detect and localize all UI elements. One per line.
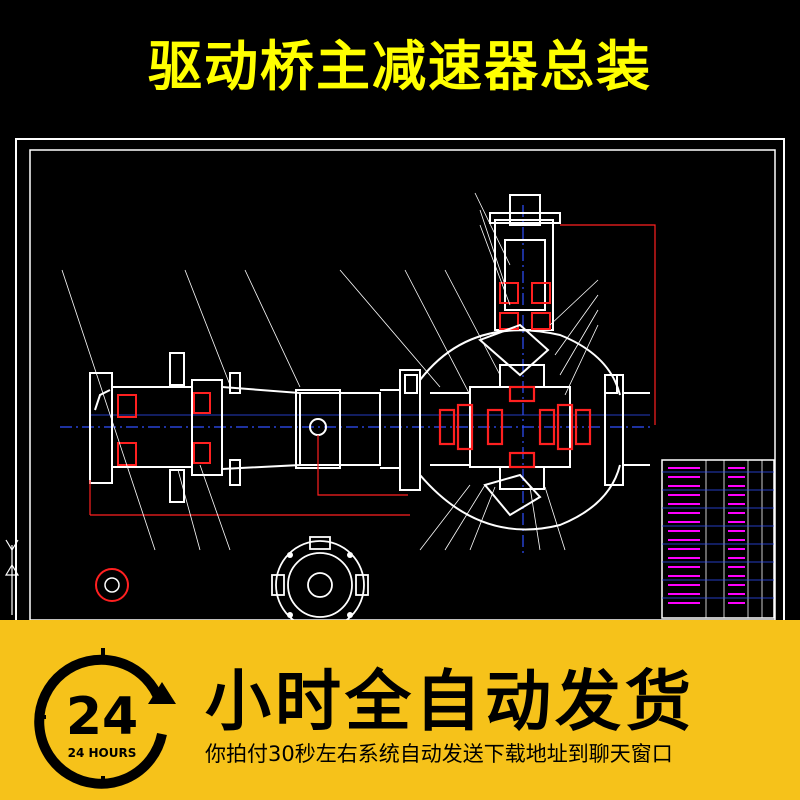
inner-frame xyxy=(29,149,776,620)
banner-headline: 小时全自动发货 xyxy=(205,663,695,740)
pinion-assembly xyxy=(489,194,561,331)
reducer-housing xyxy=(399,329,650,531)
axle-tube xyxy=(221,386,400,470)
left-hub-bearings xyxy=(117,392,211,466)
leader-lines xyxy=(61,192,599,551)
axis-symbol xyxy=(4,539,20,615)
outer-frame xyxy=(15,138,785,620)
cad-assembly-drawing xyxy=(4,138,785,620)
promo-banner: 24 24 HOURS 小时全自动发货 你拍付30秒左右系统自动发送下载地址到聊… xyxy=(0,620,800,800)
pinion-bearings xyxy=(499,282,551,330)
banner-subline: 你拍付30秒左右系统自动发送下载地址到聊天窗口 xyxy=(205,742,673,766)
differential-gears xyxy=(438,385,592,469)
detail-view-spider-pins xyxy=(287,552,353,618)
page-title: 驱动桥主减速器总装 xyxy=(148,35,652,98)
detail-view-small xyxy=(95,568,129,602)
dimension-lines xyxy=(89,224,656,516)
parts-list-table xyxy=(661,459,775,619)
badge-caption: 24 HOURS xyxy=(68,746,137,760)
detail-view-spider-gear xyxy=(271,536,369,620)
left-hub xyxy=(89,352,241,503)
24-hours-badge: 24 24 HOURS xyxy=(34,648,176,789)
badge-number: 24 xyxy=(66,687,138,747)
clock-arrow-icon xyxy=(34,654,167,789)
